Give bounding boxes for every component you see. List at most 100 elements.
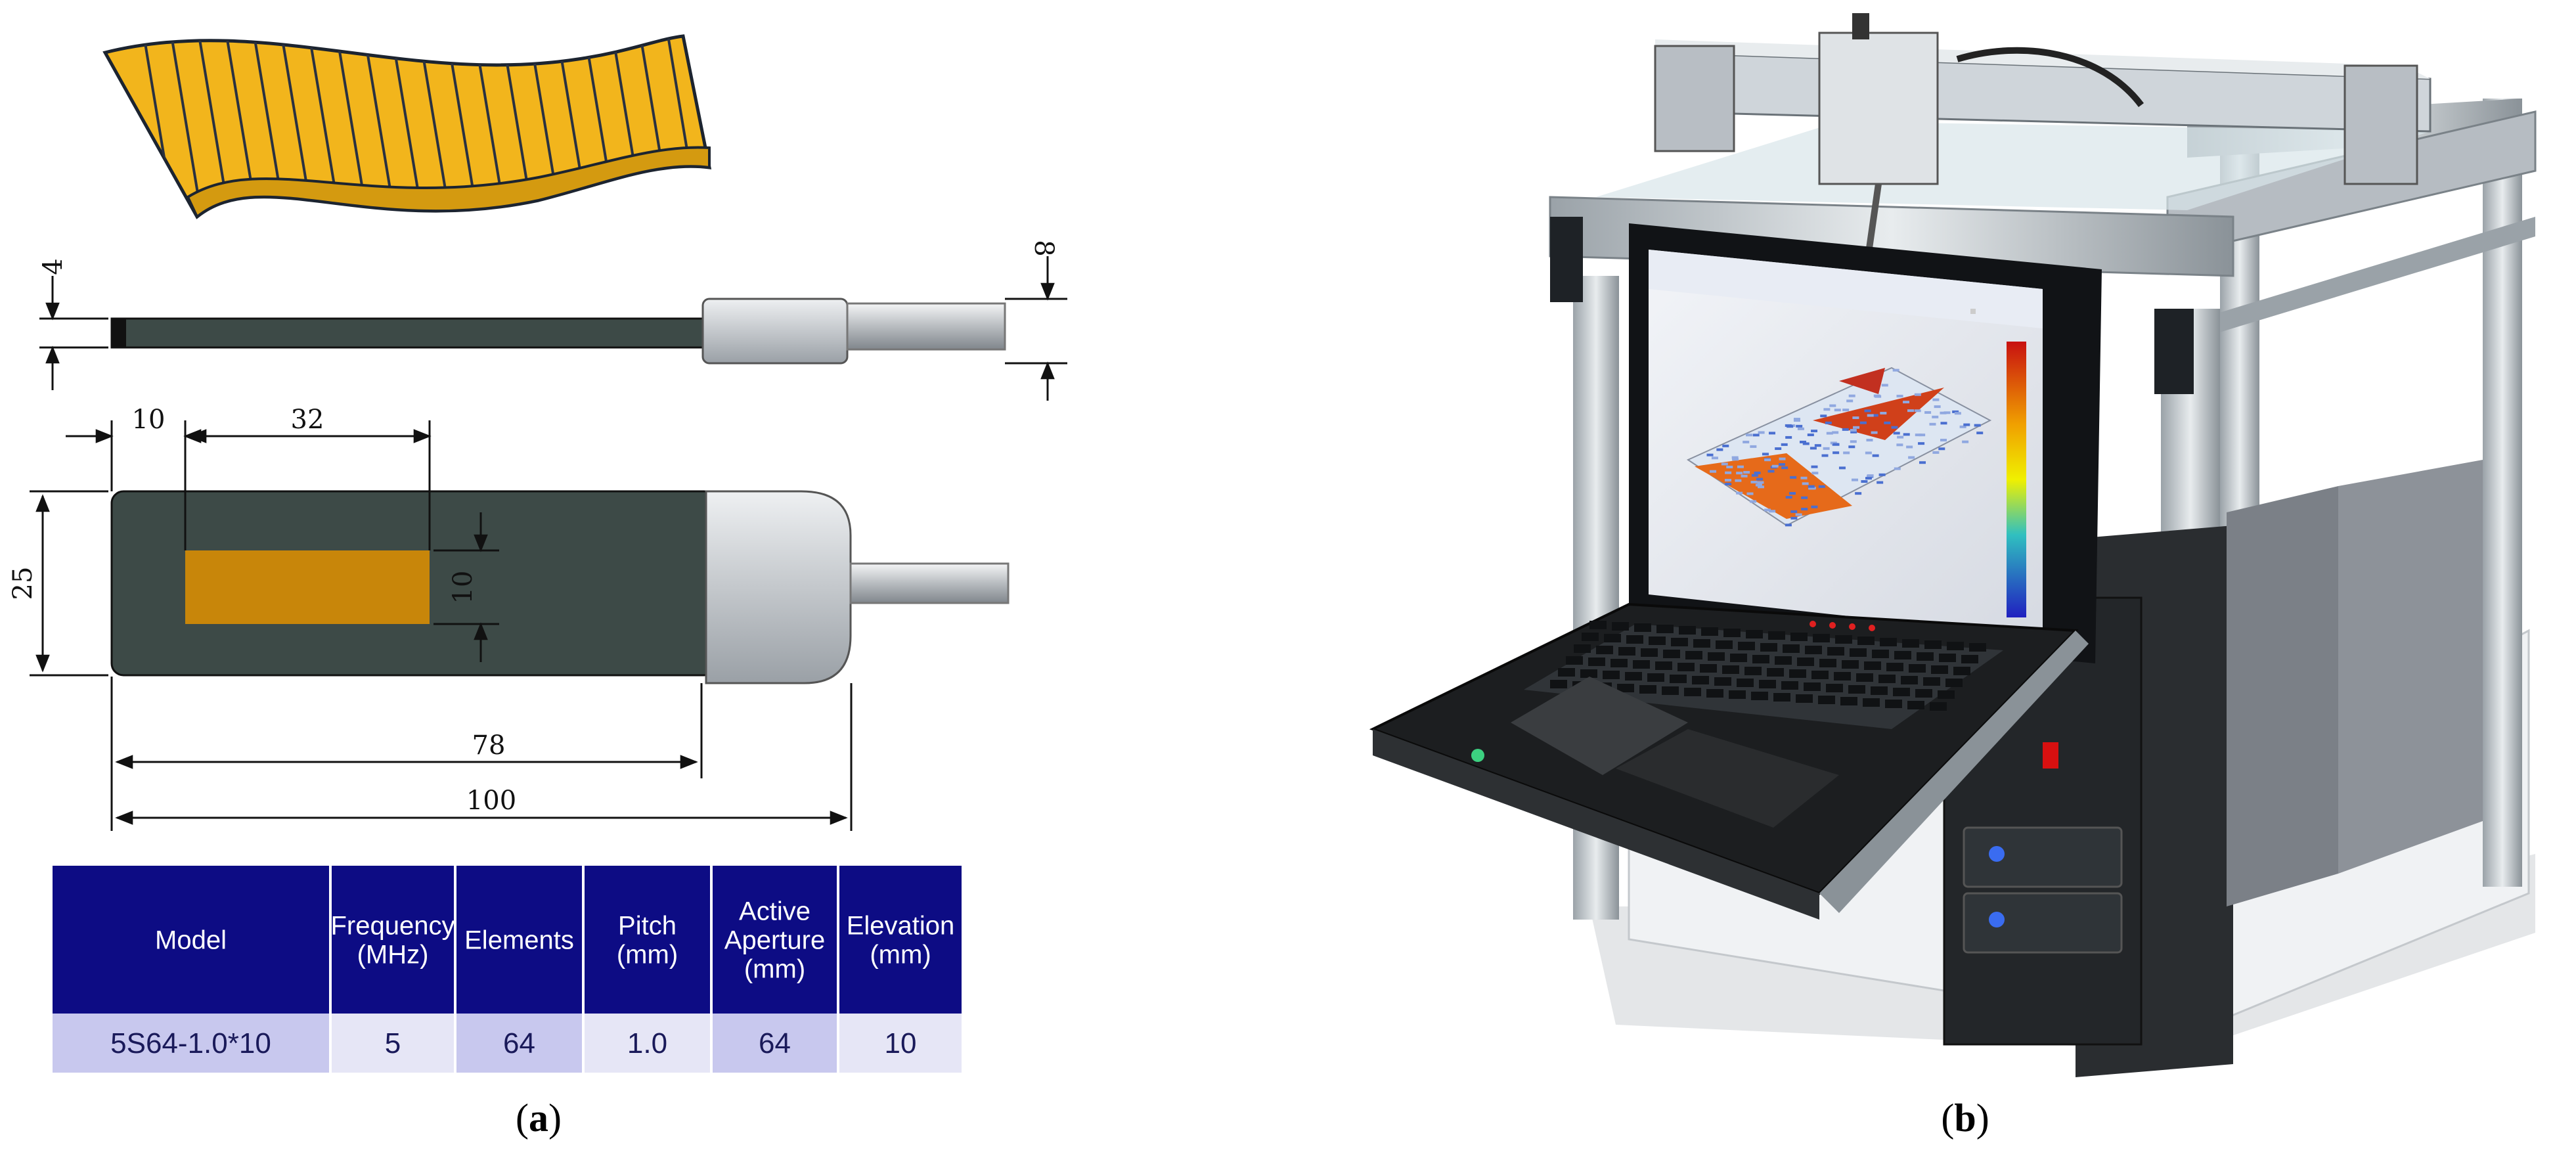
- table-header-cell: [585, 866, 710, 1014]
- table-header-text: Model: [155, 926, 227, 955]
- keyboard-key: [1662, 686, 1679, 695]
- keyboard-key: [1656, 625, 1674, 633]
- keyboard-key: [1693, 639, 1710, 648]
- scan-speckle: [1919, 434, 1926, 437]
- keyboard-key: [1856, 673, 1873, 682]
- scan-speckle: [1785, 524, 1792, 527]
- caption-a: (a): [516, 1096, 562, 1140]
- scan-speckle: [1897, 435, 1904, 439]
- scan-speckle: [1716, 448, 1723, 451]
- scan-speckle: [1880, 411, 1887, 414]
- table-data-text: 5S64-1.0*10: [110, 1027, 271, 1060]
- keyboard-key: [1714, 677, 1731, 686]
- keyboard-key: [1804, 682, 1821, 691]
- keyboard-key: [1857, 636, 1875, 645]
- scan-speckle: [1896, 443, 1903, 447]
- scan-speckle: [1779, 463, 1786, 466]
- table-data-text: 1.0: [627, 1027, 667, 1060]
- scan-speckle: [1842, 409, 1850, 412]
- keyboard-key: [1969, 643, 1986, 652]
- scan-speckle: [1850, 440, 1857, 443]
- scan-speckle: [1750, 480, 1758, 483]
- keyboard-key: [1805, 646, 1822, 654]
- table-data-cell: [456, 1014, 582, 1073]
- probe-top-view: [30, 420, 1010, 831]
- keyboard-key: [1647, 673, 1664, 682]
- scan-speckle: [1832, 443, 1840, 446]
- scan-speckle: [1795, 513, 1802, 516]
- keyboard-key: [1813, 634, 1830, 642]
- scan-speckle: [1808, 487, 1815, 490]
- scan-speckle: [1811, 430, 1818, 433]
- keyboard-key: [1604, 634, 1621, 642]
- keyboard-key: [1671, 638, 1688, 646]
- keyboard-key: [1880, 638, 1897, 646]
- keyboard-key: [1626, 635, 1643, 644]
- flexible-array-illustration: [102, 34, 712, 219]
- keyboard-key: [1796, 694, 1813, 703]
- scan-speckle: [1793, 418, 1800, 421]
- scan-speckle: [1735, 479, 1742, 482]
- keyboard-key: [1701, 627, 1718, 636]
- scan-speckle: [1754, 471, 1761, 474]
- scan-speckle: [1871, 431, 1878, 434]
- scan-speckle: [1881, 384, 1888, 387]
- scan-speckle: [1757, 485, 1764, 489]
- keyboard-key: [1692, 676, 1709, 684]
- scan-speckle: [1750, 445, 1757, 448]
- scan-speckle: [1762, 453, 1769, 456]
- scan-speckle: [1914, 409, 1921, 413]
- keyboard-key: [1902, 639, 1919, 648]
- keyboard-key: [1639, 685, 1656, 694]
- keyboard-key: [1819, 659, 1836, 667]
- keyboard-key: [1842, 660, 1859, 669]
- keyboard-key: [1558, 668, 1575, 677]
- keyboard-key: [1894, 651, 1911, 659]
- keyboard-key: [1767, 668, 1784, 677]
- keyboard-key: [1649, 636, 1666, 645]
- keyboard-key: [1759, 680, 1776, 688]
- scan-speckle: [1771, 464, 1779, 468]
- scan-speckle: [1811, 472, 1819, 475]
- scan-speckle: [1963, 423, 1970, 426]
- keyboard-key: [1574, 644, 1591, 653]
- keyboard-key: [1625, 672, 1642, 680]
- scan-speckle: [1866, 439, 1873, 442]
- keyboard-key: [1850, 648, 1867, 657]
- keyboard-key: [1886, 663, 1903, 671]
- keyboard-key: [1685, 651, 1702, 659]
- scan-speckle: [1706, 453, 1714, 457]
- scanner-photo: [1369, 13, 2537, 1077]
- scan-speckle: [1853, 426, 1860, 429]
- table-header-text: Frequency: [331, 912, 455, 941]
- table-header-text: Elevation: [847, 912, 955, 941]
- scan-speckle: [1801, 496, 1808, 499]
- scan-speckle: [1893, 432, 1900, 435]
- table-header-text: Active: [739, 897, 811, 926]
- scan-speckle: [1726, 465, 1733, 468]
- scan-speckle: [1875, 395, 1882, 398]
- scan-speckle: [1790, 510, 1798, 513]
- scan-speckle: [1894, 467, 1901, 470]
- dim-connector-height: 8: [1029, 240, 1059, 256]
- keyboard-key: [1582, 633, 1599, 641]
- scan-speckle: [1755, 483, 1762, 487]
- table-header-text: Elements: [464, 926, 574, 955]
- keyboard-key: [1864, 661, 1881, 670]
- keyboard-key: [1737, 679, 1754, 687]
- dim-aperture-width: 10: [448, 571, 478, 604]
- keyboard-key: [1708, 652, 1725, 661]
- scan-speckle: [1769, 510, 1776, 513]
- scan-speckle: [1829, 404, 1836, 407]
- keyboard-key: [1915, 689, 1932, 698]
- scan-speckle: [1864, 409, 1871, 413]
- keyboard-key: [1641, 648, 1658, 657]
- keyboard-key: [1834, 672, 1851, 680]
- scan-speckle: [1800, 476, 1808, 480]
- scan-speckle: [1721, 462, 1728, 466]
- spec-table: Model5S64-1.0*10Frequency(MHz)5Elements6…: [53, 866, 962, 1073]
- keyboard-key: [1789, 669, 1806, 678]
- scan-speckle: [1852, 478, 1859, 481]
- scan-speckle: [1781, 443, 1788, 446]
- scan-speckle: [1884, 421, 1891, 424]
